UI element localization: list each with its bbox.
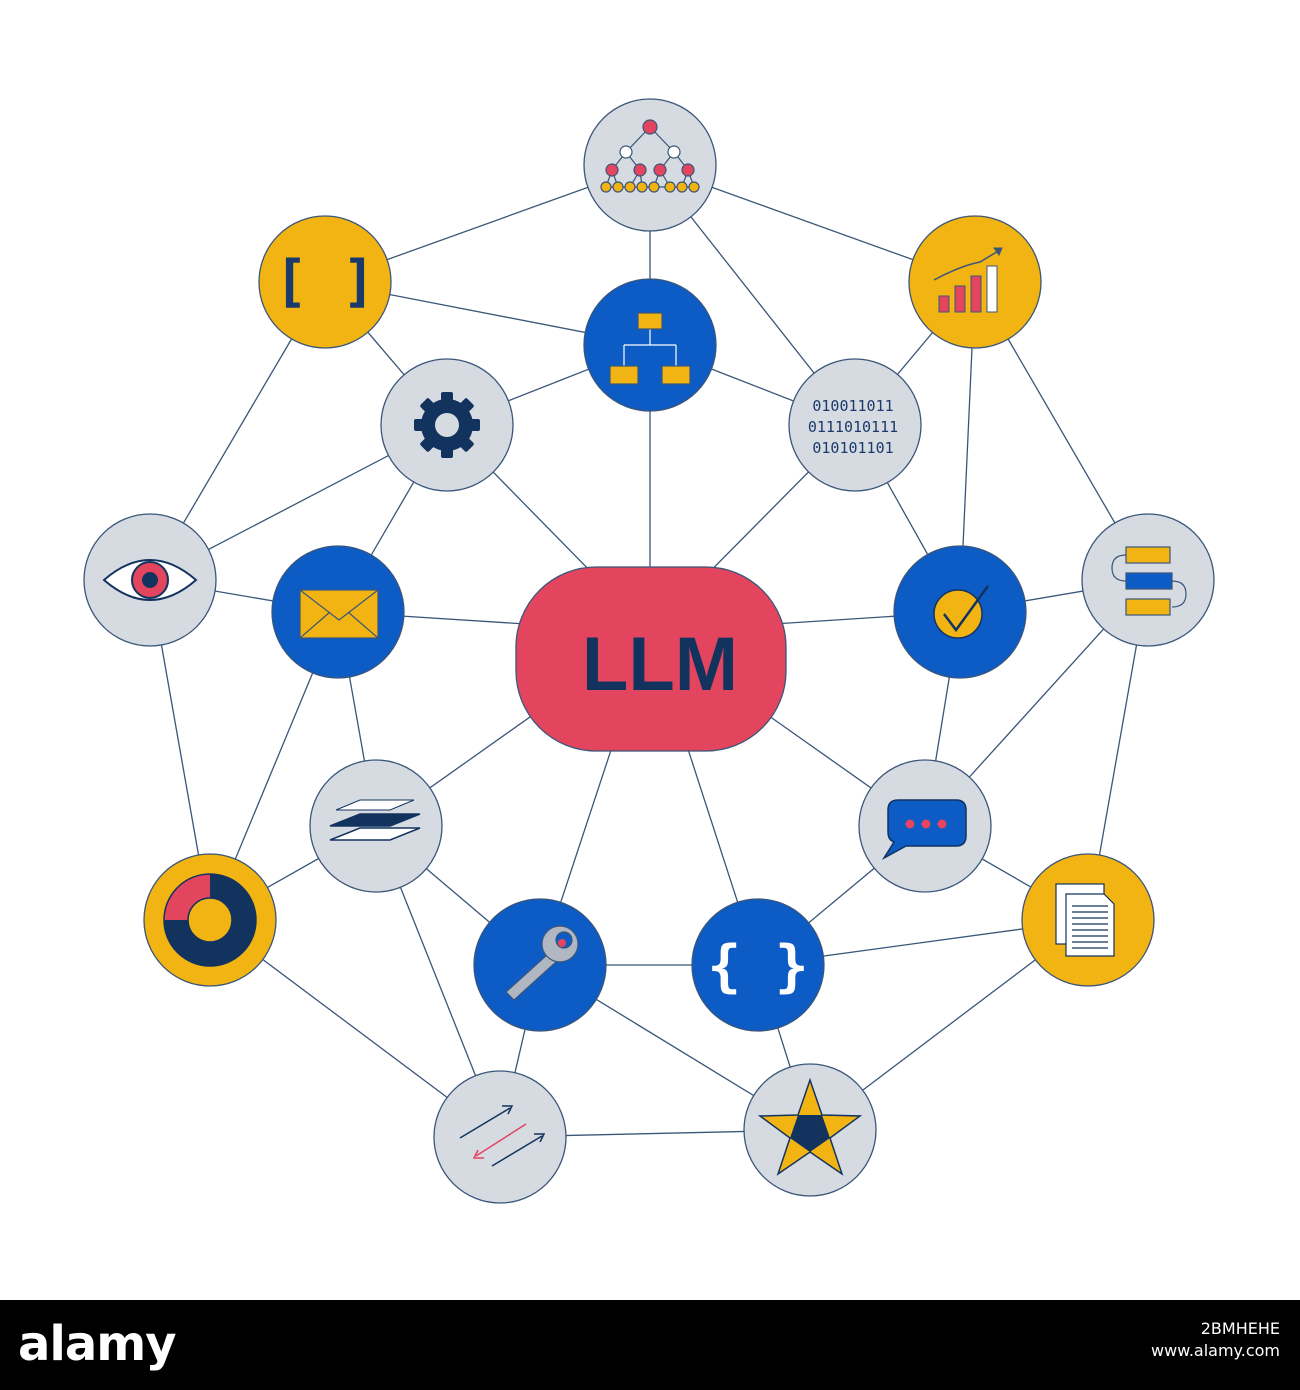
footer-bar: alamy 2BMHEHE www.alamy.com: [0, 1300, 1300, 1390]
gear-icon: [414, 392, 480, 458]
arrows-icon: [459, 1105, 546, 1167]
process-boxes-node: [1081, 513, 1215, 647]
binary-line-1: 010011011: [812, 397, 893, 415]
star-node: [743, 1063, 877, 1197]
envelope-icon: [299, 589, 379, 639]
layers-node: [309, 759, 443, 893]
arrows-node: [433, 1070, 567, 1204]
brackets-icon: [ ]: [274, 249, 375, 314]
llm-label: LLM: [582, 622, 738, 707]
donut-chart-node: [143, 853, 277, 987]
wrench-node: [473, 898, 607, 1032]
bar-chart-node: [908, 215, 1042, 349]
gear-node: [380, 358, 514, 492]
layers-icon: [329, 799, 421, 841]
llm-center-node: LLM: [515, 566, 787, 752]
eye-node: [83, 513, 217, 647]
chat-node: [858, 759, 992, 893]
mail-node: [271, 545, 405, 679]
footer-logo: alamy: [18, 1316, 177, 1372]
llm-network-diagram: [ ]: [83, 98, 1215, 1204]
binary-code-node: 010011011 0111010111 010101101: [788, 358, 922, 492]
chat-bubble-icon: [881, 799, 967, 861]
check-node: [893, 545, 1027, 679]
bar-chart-icon: [933, 247, 1003, 313]
footer-image-id: 2BMHEHE: [1200, 1319, 1280, 1338]
braces-icon: { }: [707, 934, 808, 999]
footer-info: 2BMHEHE www.alamy.com: [1151, 1318, 1280, 1362]
binary-line-3: 010101101: [812, 439, 893, 457]
brackets-node: [ ]: [258, 215, 392, 349]
eye-icon: [102, 559, 198, 601]
process-boxes-icon: [1111, 546, 1187, 616]
donut-chart-icon: [163, 873, 257, 967]
checkmark-icon: [933, 585, 990, 639]
wrench-icon: [505, 925, 579, 1001]
documents-icon: [1055, 883, 1115, 957]
braces-node: { }: [691, 898, 825, 1032]
documents-node: [1021, 853, 1155, 987]
flowchart-icon: [609, 312, 691, 385]
flowchart-node: [583, 278, 717, 412]
star-icon: [757, 1077, 863, 1176]
hierarchy-tree-node: [583, 98, 717, 232]
hierarchy-tree-icon: [600, 119, 700, 193]
binary-line-2: 0111010111: [808, 418, 898, 436]
footer-site: www.alamy.com: [1151, 1341, 1280, 1360]
